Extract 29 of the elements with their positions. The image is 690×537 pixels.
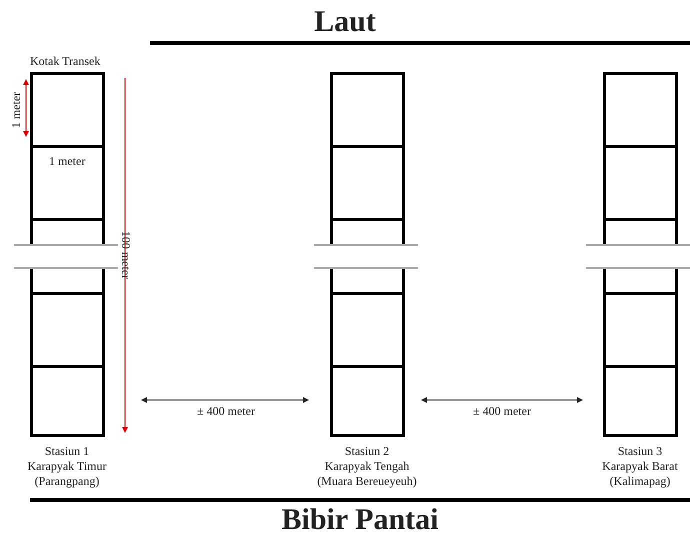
station-label: Karapyak Tengah [324,459,410,474]
transect-plot [30,72,105,148]
station-label: Stasiun 2 [344,444,390,459]
transect-plot [603,365,678,437]
station-label: Stasiun 3 [618,444,662,459]
station-label: (Muara Bereueyeuh) [317,474,417,489]
transect-box-label: Kotak Transek [30,54,100,69]
transect-plot [30,292,105,368]
transect-plot [330,145,405,221]
station-label: (Kalimapag) [610,474,670,489]
shore-label: Bibir Pantai [282,503,438,537]
transect-plot [330,292,405,368]
transect-plot [330,365,405,437]
dimension-label: 1 meter [9,92,24,128]
transect-plot [603,72,678,148]
dimension-label: ± 400 meter [473,404,531,419]
station-label: (Parangpang) [34,474,100,489]
transect-plot [603,292,678,368]
station-label: Karapyak Barat [602,459,678,474]
station-label: Stasiun 1 [44,444,90,459]
transect-plot [330,72,405,148]
dimension-label: ± 400 meter [197,404,255,419]
transect-plot [30,145,105,221]
dimension-label: 100 meter [118,230,133,280]
sea-label: Laut [314,5,376,39]
transect-plot [30,365,105,437]
dimension-label: 1 meter [49,154,86,169]
transect-plot [603,145,678,221]
station-label: Karapyak Timur [28,459,106,474]
